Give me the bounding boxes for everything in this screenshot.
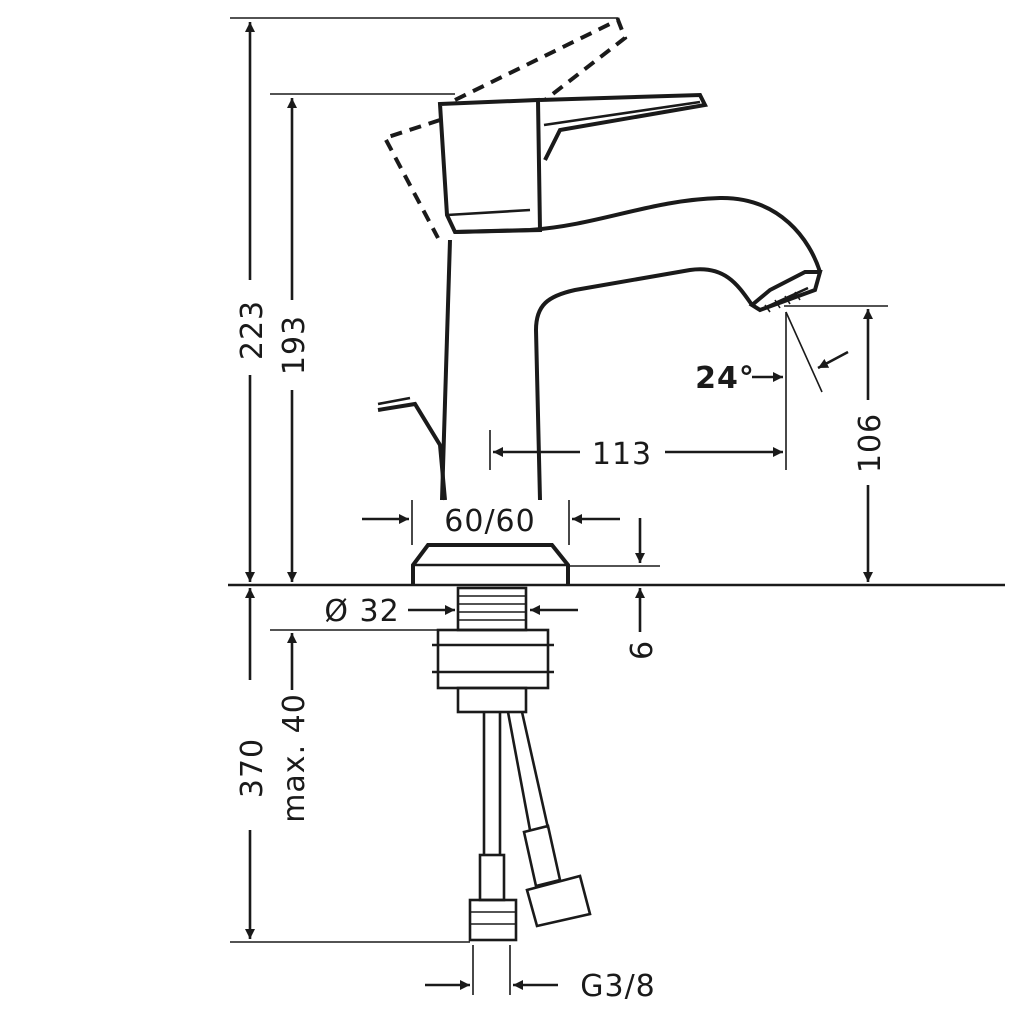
dim-60-60: 60/60: [444, 504, 535, 539]
mounting-assembly: [432, 586, 592, 942]
dim-370: 370: [235, 738, 270, 798]
extension-lines: [230, 17, 888, 995]
dim-193: 193: [277, 315, 312, 375]
lever-raised-outline: [382, 17, 628, 239]
dim-223: 223: [235, 300, 270, 360]
dim-113: 113: [592, 437, 652, 472]
dimension-lines: [245, 22, 873, 990]
dim-diameter-32: Ø 32: [324, 594, 399, 629]
faucet-body: [377, 92, 823, 585]
dim-6: 6: [625, 640, 660, 660]
dim-max-40: max. 40: [277, 693, 312, 823]
dim-g3-8: G3/8: [580, 969, 656, 1004]
dim-106: 106: [853, 413, 888, 473]
dim-24-degree: 24°: [695, 361, 755, 396]
